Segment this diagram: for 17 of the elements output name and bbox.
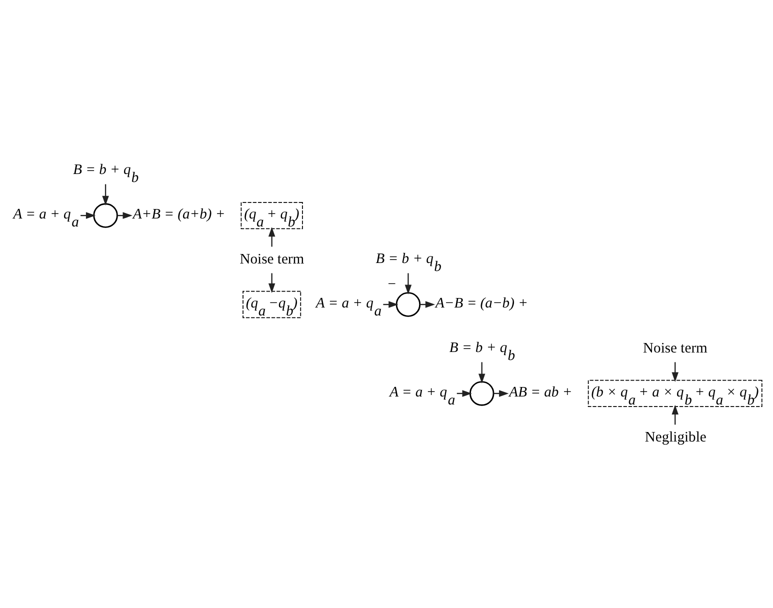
node-text: A+B = (a+b) + [132,206,226,222]
node-label: − [388,276,396,292]
node-circle [469,380,494,406]
node-text: Negligible [644,429,706,446]
node-circle [396,292,421,316]
node-circle [93,202,118,228]
node-text: A−B = (a−b) + [436,294,528,311]
arrow [404,272,412,294]
node-text: Noise term [643,340,708,356]
node-text: AB = ab + [509,384,572,400]
arrow [478,362,486,383]
node-text: Noise term [240,251,304,268]
arrow [102,184,109,205]
arrow [672,362,678,382]
arrow [268,226,276,246]
arrow [268,272,276,292]
arrow [672,404,678,424]
